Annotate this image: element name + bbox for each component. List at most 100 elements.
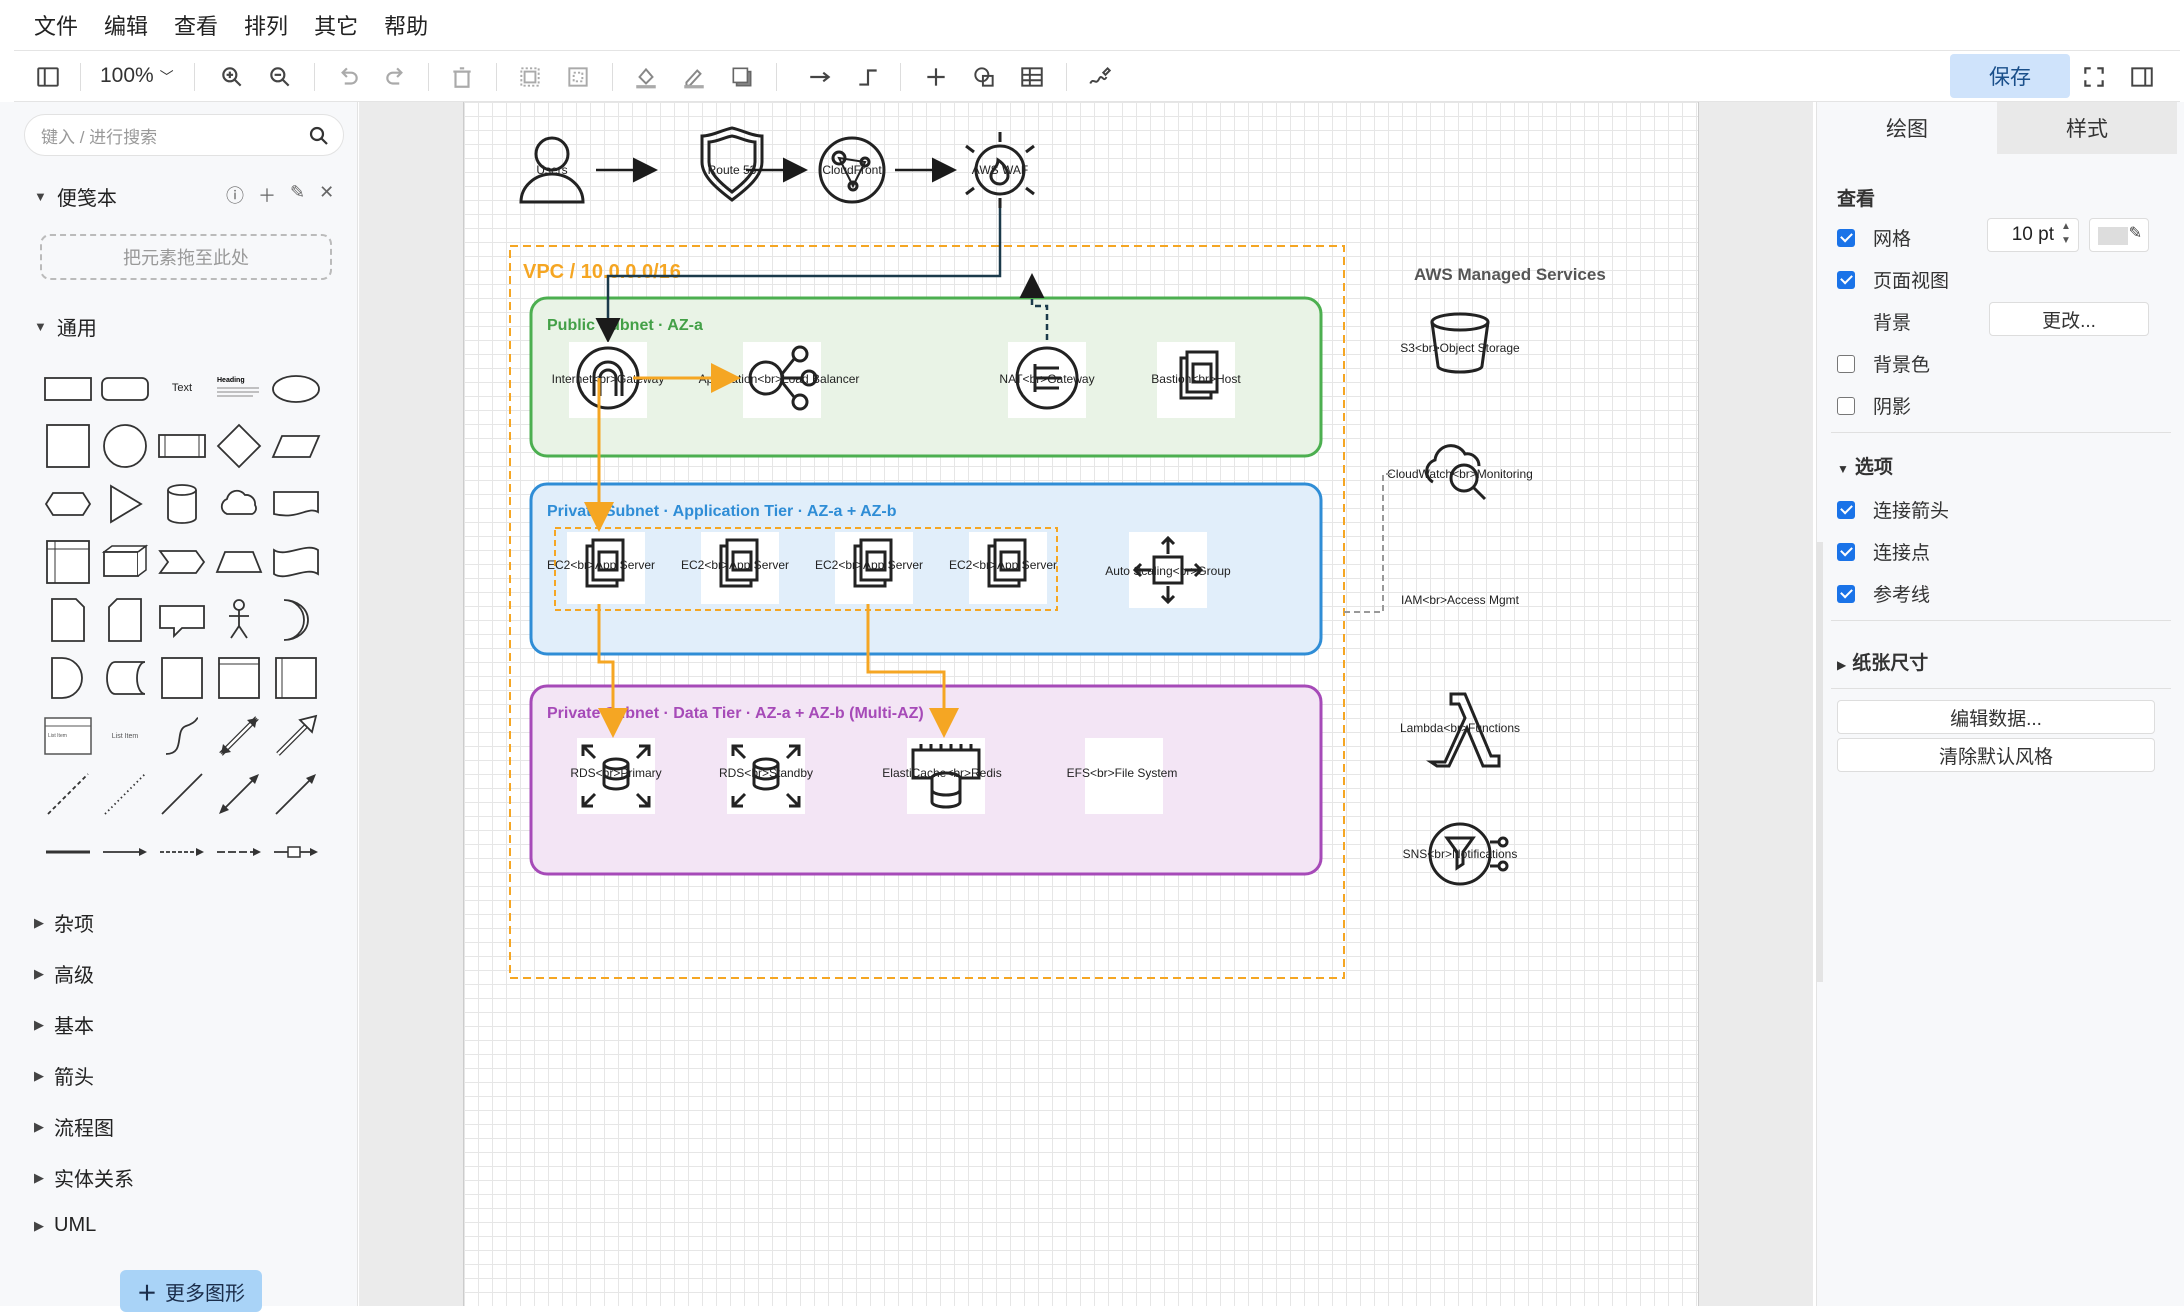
sidebar-section-3[interactable]: ▶箭头: [34, 1061, 94, 1090]
shape-bidirectional-arrow[interactable]: [211, 708, 267, 764]
edge-nat-egress[interactable]: [1019, 273, 1049, 340]
paper-size-section[interactable]: ▶纸张尺寸: [1837, 648, 1928, 675]
more-shapes-button[interactable]: ＋更多图形: [120, 1270, 262, 1312]
grid-size-stepper[interactable]: ▲▼: [2061, 221, 2071, 246]
ec2-app-server-4[interactable]: EC2<br>App Server: [949, 532, 1057, 604]
guides-checkbox[interactable]: [1837, 584, 1855, 603]
shape-curve[interactable]: [154, 708, 210, 764]
sidebar-section-6[interactable]: ▶UML: [34, 1214, 96, 1237]
clear-default-style-button[interactable]: 清除默认风格: [1837, 738, 2155, 772]
shape-directional-connector[interactable]: [268, 766, 324, 822]
s3-object-storage[interactable]: S3<br>Object Storage: [1400, 312, 1520, 374]
shape-labeled-arrow[interactable]: [211, 824, 267, 880]
shadow-icon[interactable]: [726, 61, 758, 93]
shape-square[interactable]: [40, 418, 96, 474]
users-icon[interactable]: [519, 136, 585, 204]
auto-scaling-group[interactable]: Auto Scaling<br>Group: [1105, 532, 1231, 608]
insert-icon[interactable]: [920, 61, 952, 93]
waypoint-icon[interactable]: [852, 61, 884, 93]
edit-icon[interactable]: ✎: [290, 182, 306, 202]
shape-internal-storage[interactable]: [40, 534, 96, 590]
general-header[interactable]: ▼通用: [34, 312, 97, 341]
shape-trapezoid[interactable]: [211, 534, 267, 590]
shape-square-2[interactable]: [154, 650, 210, 706]
page-view-checkbox[interactable]: [1837, 270, 1855, 289]
shape-tape[interactable]: [268, 534, 324, 590]
scratchpad-header[interactable]: ▼便笺本: [34, 182, 117, 211]
table-icon[interactable]: [1016, 61, 1048, 93]
menu-file[interactable]: 文件: [34, 14, 79, 39]
ec2-app-server-3[interactable]: EC2<br>App Server: [815, 532, 923, 604]
page-view-option[interactable]: 页面视图: [1837, 266, 1949, 293]
help-icon[interactable]: ⓘ: [226, 186, 244, 206]
cloudwatch-monitoring[interactable]: CloudWatch<br>Monitoring: [1387, 444, 1533, 501]
grid-checkbox[interactable]: [1837, 228, 1855, 247]
search-input[interactable]: 键入 / 进行搜索: [24, 114, 344, 156]
shape-text[interactable]: Text: [154, 360, 210, 416]
search-icon[interactable]: [307, 124, 331, 148]
nat-gateway-icon[interactable]: [1015, 346, 1079, 410]
sidebar-toggle-icon[interactable]: [32, 61, 64, 93]
to-front-icon[interactable]: [514, 61, 546, 93]
sns-notifications[interactable]: SNS<br>Notifications: [1403, 822, 1518, 886]
connection-points-checkbox[interactable]: [1837, 542, 1855, 561]
connection-points-option[interactable]: 连接点: [1837, 538, 1930, 565]
shape-cylinder[interactable]: [154, 476, 210, 532]
shape-edge-arrow[interactable]: [97, 824, 153, 880]
zoom-select[interactable]: 100% ﹀: [100, 64, 174, 88]
zoom-in-icon[interactable]: [216, 61, 248, 93]
asg-boundary[interactable]: [554, 527, 1058, 611]
shape-dashed-arrow[interactable]: [154, 824, 210, 880]
connection-arrows-checkbox[interactable]: [1837, 500, 1855, 519]
shape-list-item[interactable]: List Item: [97, 708, 153, 764]
waf-icon[interactable]: [965, 132, 1035, 208]
iam-access-mgmt[interactable]: IAM<br>Access Mgmt: [1401, 593, 1520, 607]
edit-data-button[interactable]: 编辑数据...: [1837, 700, 2155, 734]
shape-bidirectional-connector[interactable]: [211, 766, 267, 822]
sidebar-section-0[interactable]: ▶杂项: [34, 908, 94, 937]
shapes-icon[interactable]: [968, 61, 1000, 93]
edge-vpc-managed[interactable]: [1344, 473, 1397, 613]
shape-data-storage[interactable]: [97, 650, 153, 706]
shape-container[interactable]: [211, 650, 267, 706]
to-back-icon[interactable]: [562, 61, 594, 93]
rds-primary[interactable]: RDS<br>Primary: [570, 738, 662, 814]
delete-icon[interactable]: [446, 61, 478, 93]
connection-arrow-icon[interactable]: [804, 61, 836, 93]
bastion-host-icon[interactable]: [1179, 350, 1219, 400]
sidebar-section-1[interactable]: ▶高级: [34, 959, 94, 988]
shape-document[interactable]: [268, 476, 324, 532]
shape-cloud[interactable]: [211, 476, 267, 532]
cloudfront-icon[interactable]: [818, 136, 886, 204]
elasticache-redis[interactable]: ElastiCache<br>Redis: [882, 738, 1002, 814]
line-color-icon[interactable]: [678, 61, 710, 93]
shape-callout[interactable]: [154, 592, 210, 648]
shape-dotted-line[interactable]: [97, 766, 153, 822]
tab-diagram[interactable]: 绘图: [1886, 118, 1928, 141]
ec2-app-server-2[interactable]: EC2<br>App Server: [681, 532, 789, 604]
shape-triangle[interactable]: [97, 476, 153, 532]
tab-style[interactable]: 样式: [1997, 102, 2177, 154]
fill-color-icon[interactable]: [630, 61, 662, 93]
shape-diamond[interactable]: [211, 418, 267, 474]
shape-or[interactable]: [268, 592, 324, 648]
menu-edit[interactable]: 编辑: [104, 14, 149, 39]
shape-link[interactable]: [40, 824, 96, 880]
public-subnet[interactable]: [529, 296, 1323, 458]
shape-card[interactable]: [97, 592, 153, 648]
shadow-checkbox[interactable]: [1837, 396, 1855, 415]
shape-hexagon[interactable]: [40, 476, 96, 532]
shape-line[interactable]: [154, 766, 210, 822]
edge-ec2-cache[interactable]: [866, 604, 959, 738]
shape-rectangle[interactable]: [40, 360, 96, 416]
lambda-functions[interactable]: Lambda<br>Functions: [1400, 692, 1520, 768]
sidebar-section-5[interactable]: ▶实体关系: [34, 1163, 134, 1192]
shape-cube[interactable]: [97, 534, 153, 590]
shape-note[interactable]: [40, 592, 96, 648]
edge-ec2-rds[interactable]: [597, 604, 628, 738]
ec2-app-server-1[interactable]: EC2<br>App Server: [547, 532, 655, 604]
shape-process[interactable]: [154, 418, 210, 474]
menu-arrange[interactable]: 排列: [244, 14, 289, 39]
shape-arrow[interactable]: [268, 708, 324, 764]
format-panel-toggle-icon[interactable]: [2126, 61, 2158, 93]
